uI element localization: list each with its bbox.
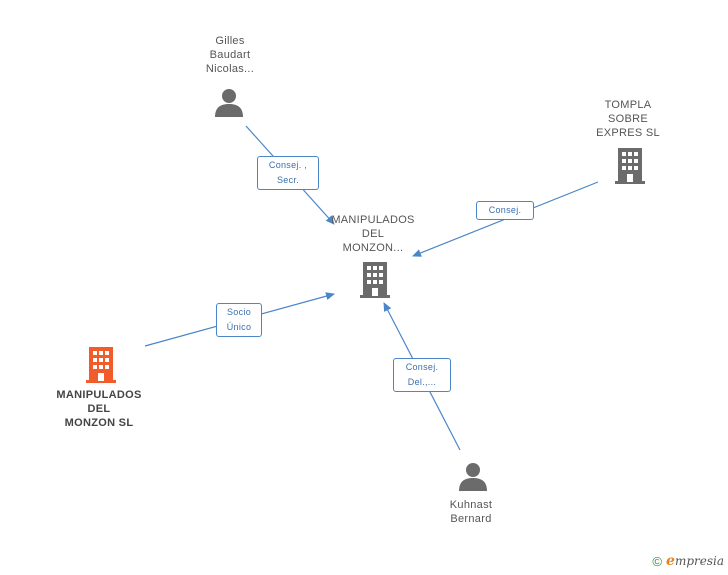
building-icon[interactable] [86, 347, 116, 383]
building-icon[interactable] [360, 262, 390, 298]
node-label-gilles[interactable]: Gilles Baudart Nicolas... [205, 35, 255, 75]
person-icon[interactable] [458, 462, 488, 492]
node-label-manipulados-sl[interactable]: MANIPULADOS DEL MONZON SL [56, 389, 142, 429]
footer-brand: © empresia [652, 553, 724, 569]
edge-label-manipulados-sl[interactable]: Socio Único [216, 303, 262, 337]
building-icon[interactable] [615, 148, 645, 184]
edge-label-gilles[interactable]: Consej. , Secr. [257, 156, 319, 190]
node-label-kuhnast[interactable]: Kuhnast Bernard [449, 499, 493, 525]
edge-label-kuhnast[interactable]: Consej. Del.,... [393, 358, 451, 392]
node-label-center[interactable]: MANIPULADOS DEL MONZON... [331, 214, 415, 254]
edge-label-tompla[interactable]: Consej. [476, 201, 534, 220]
person-icon[interactable] [214, 88, 244, 118]
brand-logo[interactable]: empresia [666, 553, 724, 569]
copyright-symbol: © [652, 553, 663, 569]
node-label-tompla[interactable]: TOMPLA SOBRE EXPRES SL [596, 99, 660, 139]
